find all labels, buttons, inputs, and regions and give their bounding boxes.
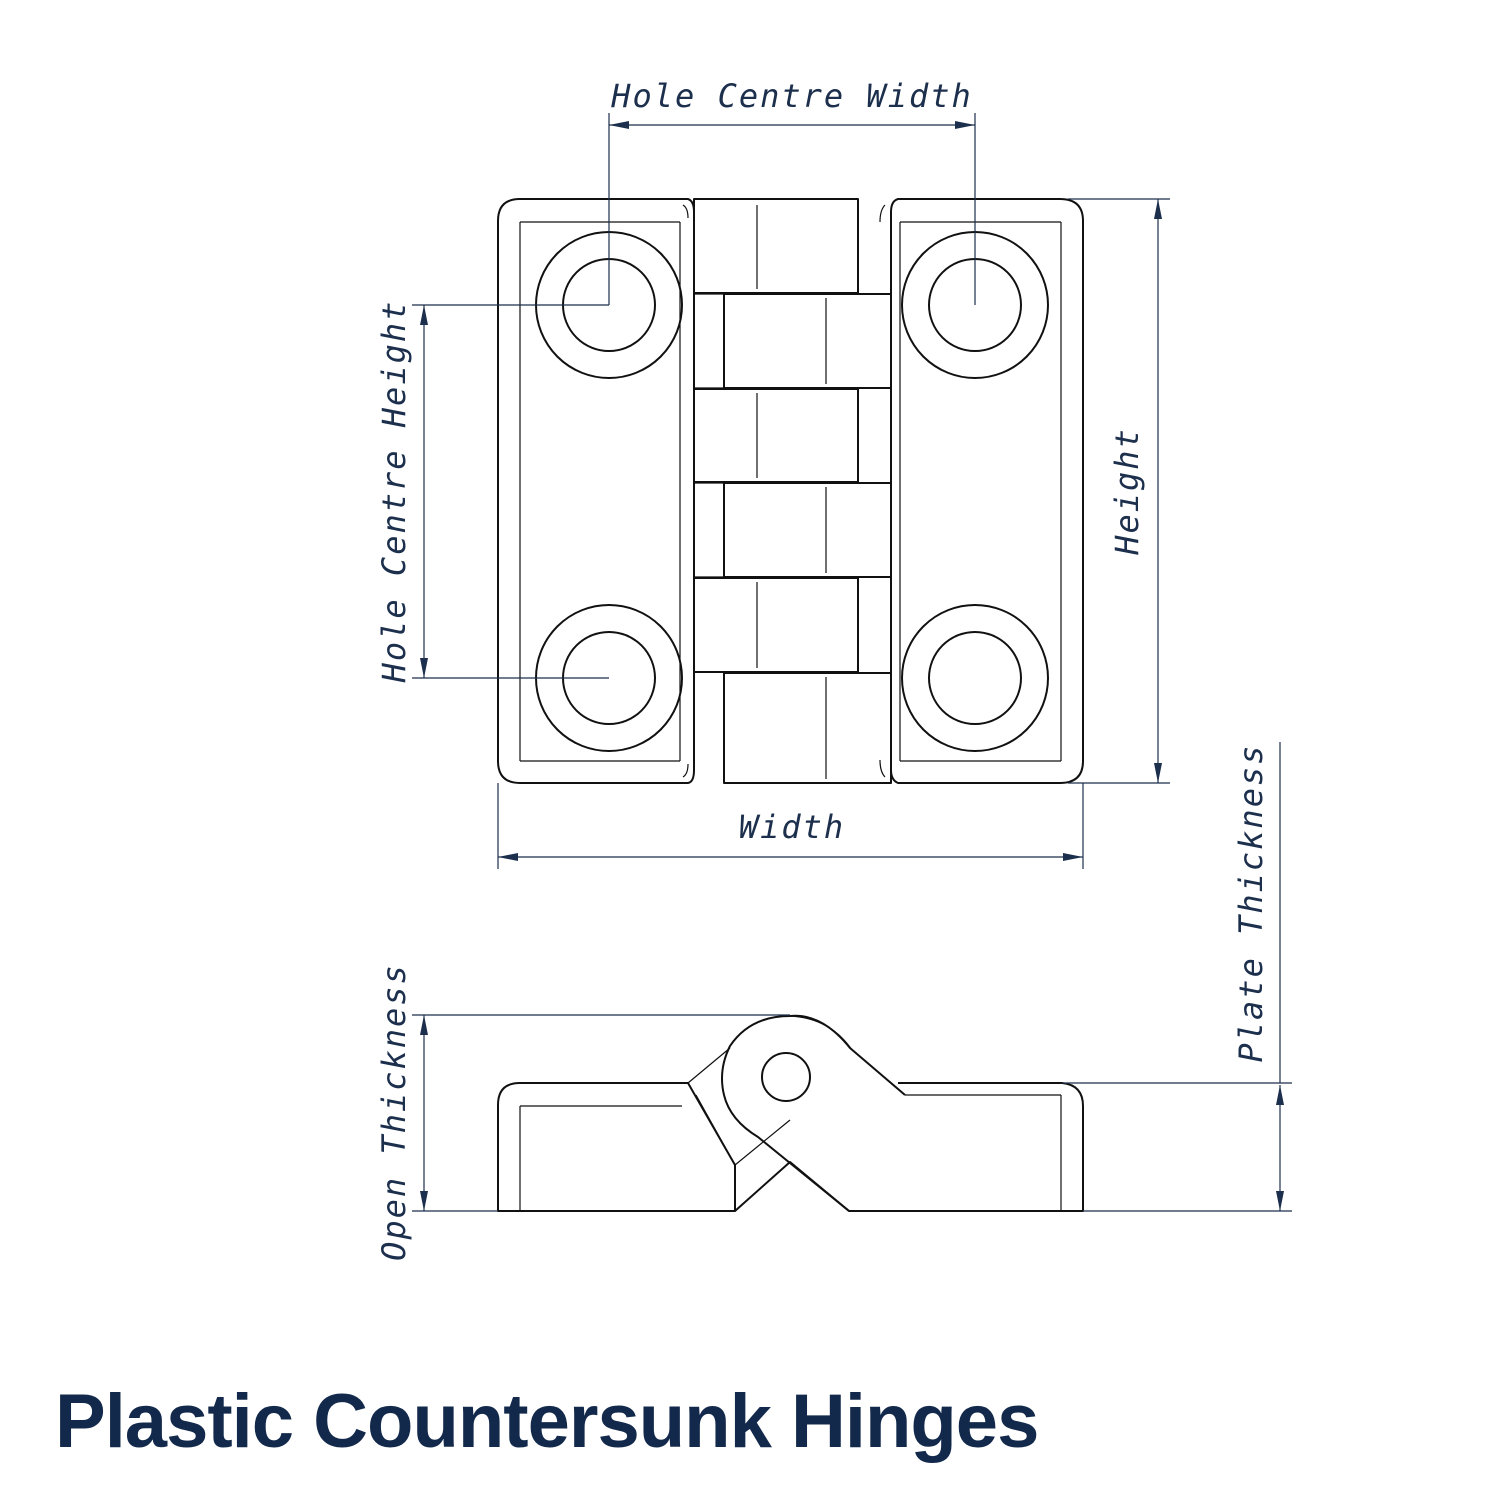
dimension-plate-thickness: Plate Thickness [1062, 742, 1292, 1212]
plate-thickness-label: Plate Thickness [1232, 744, 1270, 1063]
dimension-width: Width [497, 783, 1084, 869]
hole-centre-width-label: Hole Centre Width [610, 77, 973, 115]
side-knuckle [721, 1014, 906, 1212]
side-right-leaf-inner [905, 1094, 1062, 1211]
page-title: Plastic Countersunk Hinges [55, 1379, 1039, 1464]
left-leaf-fillet [682, 204, 689, 778]
side-left-leaf-inner [519, 1094, 736, 1211]
open-thickness-label: Open Thickness [375, 963, 413, 1261]
countersunk-hole-bottom-right [901, 604, 1049, 752]
dimension-hole-centre-width: Hole Centre Width [608, 77, 976, 305]
side-knuckle-back [687, 1015, 853, 1166]
hinge-top-view [497, 198, 1084, 784]
knuckles [693, 198, 892, 784]
height-label: Height [1108, 427, 1146, 556]
right-leaf-fillet [879, 204, 886, 778]
knuckle-1 [693, 198, 859, 294]
hole-centre-height-label: Hole Centre Height [375, 300, 413, 684]
knuckle-3 [693, 388, 859, 483]
right-leaf-outline [890, 198, 1084, 784]
width-label: Width [739, 808, 845, 846]
left-leaf-inner-edge [519, 221, 681, 762]
knuckle-2 [723, 293, 892, 389]
hinge-side-view [497, 1014, 1084, 1212]
right-leaf-inner-edge [899, 221, 1062, 762]
knuckle-5 [693, 577, 859, 673]
side-right-leaf [734, 1082, 1084, 1212]
pin-hole [761, 1052, 811, 1102]
knuckle-4 [723, 482, 892, 578]
left-leaf-outline [497, 198, 695, 784]
dimension-hole-centre-height: Hole Centre Height [375, 300, 609, 684]
dimension-height: Height [1068, 198, 1170, 784]
knuckle-6 [723, 672, 892, 784]
dimension-open-thickness: Open Thickness [375, 963, 790, 1261]
